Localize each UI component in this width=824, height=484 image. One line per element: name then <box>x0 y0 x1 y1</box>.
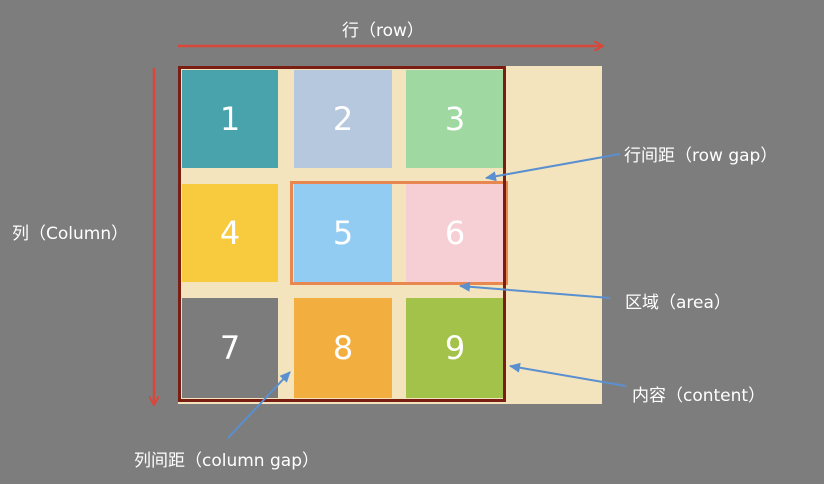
grid-cell-2: 2 <box>294 70 392 168</box>
cell-number: 7 <box>219 329 241 367</box>
grid-area-outline <box>290 181 508 285</box>
row-label: 行（row） <box>342 21 424 41</box>
cell-number: 4 <box>219 214 241 252</box>
row-gap-label: 行间距（row gap） <box>624 146 778 166</box>
grid-cell-5: 5 <box>294 184 392 282</box>
cell-number: 1 <box>219 100 241 138</box>
grid-cell-3: 3 <box>406 70 504 168</box>
grid-cell-8: 8 <box>294 298 392 398</box>
cell-number: 9 <box>444 329 466 367</box>
grid-outline <box>178 66 506 402</box>
cell-number: 8 <box>332 329 354 367</box>
grid-cell-1: 1 <box>182 70 278 168</box>
grid-cell-4: 4 <box>182 184 278 282</box>
content-label: 内容（content） <box>632 386 766 406</box>
grid-cell-9: 9 <box>406 298 504 398</box>
cell-number: 3 <box>444 100 466 138</box>
cell-number: 6 <box>444 214 466 252</box>
cell-number: 5 <box>332 214 354 252</box>
column-label: 列（Column） <box>12 224 129 244</box>
column-gap-label: 列间距（column gap） <box>134 451 319 471</box>
area-label: 区域（area） <box>625 293 731 313</box>
cell-number: 2 <box>332 100 354 138</box>
grid-cell-6: 6 <box>406 184 504 282</box>
